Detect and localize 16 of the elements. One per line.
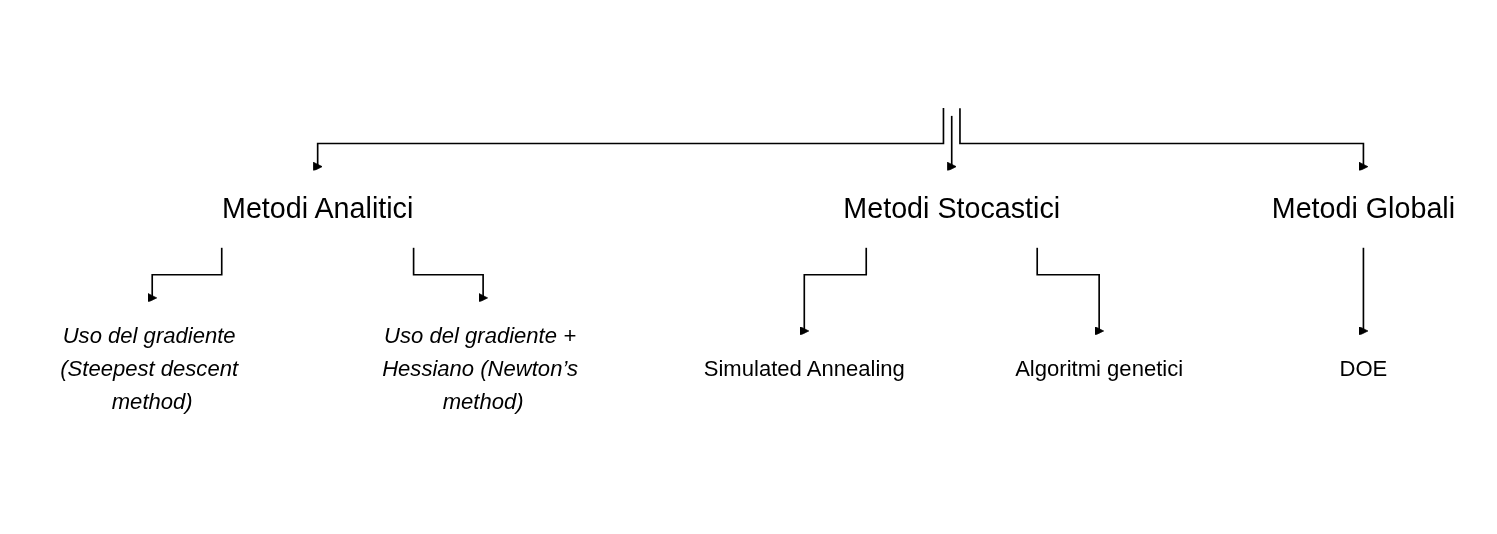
node-text: Algoritmi genetici [1015, 356, 1184, 381]
arrow [1036, 246, 1104, 336]
arrow [946, 115, 957, 172]
node-text: DOE [1339, 356, 1388, 381]
node-text: Uso del gradiente + Hessiano (Newton’s method) [382, 323, 578, 414]
arrow [412, 246, 488, 303]
node-text: Uso del gradiente (Steepest descent method) [60, 323, 239, 414]
arrow [147, 246, 223, 303]
node-text: Simulated Annealing [703, 356, 905, 381]
arrow [1358, 246, 1369, 336]
node-text: Metodi Globali [1271, 192, 1456, 226]
node-text: Metodi Analitici [222, 192, 414, 226]
arrow [799, 246, 868, 336]
arrow [959, 107, 1369, 172]
node-text: Metodi Stocastici [843, 192, 1061, 226]
arrow [312, 107, 945, 172]
